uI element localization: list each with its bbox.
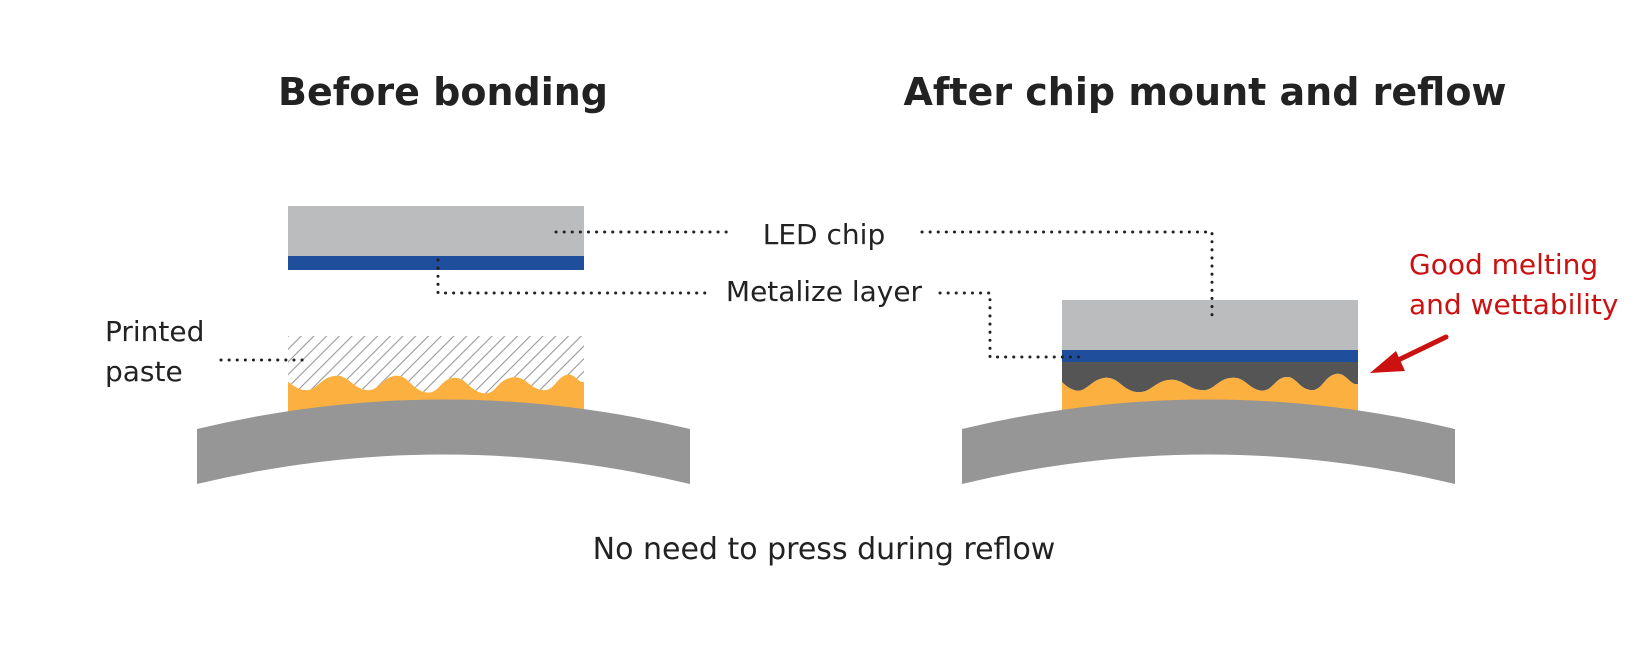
printed-paste-hatched (288, 336, 584, 394)
leader-metalize-right (938, 291, 1088, 359)
title-before-bonding: Before bonding (278, 70, 608, 114)
led-chip-before (288, 206, 584, 256)
label-good-melting-line2: and wettability (1409, 288, 1618, 321)
curved-substrate-before (197, 399, 690, 484)
label-printed-paste-line2: paste (105, 355, 183, 388)
caption-no-press: No need to press during reflow (593, 532, 1056, 567)
label-good-melting-line1: Good melting (1409, 248, 1598, 281)
red-arrow-icon (1370, 334, 1449, 373)
metalize-layer-after (1062, 350, 1358, 362)
label-printed-paste-line1: Printed (105, 315, 204, 348)
before-bonding-stack (197, 206, 690, 484)
led-chip-after (1062, 300, 1358, 350)
melted-solder-layer (1062, 362, 1358, 393)
label-led-chip: LED chip (763, 218, 885, 251)
label-metalize-layer: Metalize layer (726, 275, 923, 308)
after-reflow-stack (962, 300, 1455, 484)
leader-metalize-left (436, 258, 708, 295)
curved-substrate-after (962, 399, 1455, 484)
leader-led-chip-right (920, 230, 1214, 318)
title-after-reflow: After chip mount and reflow (903, 70, 1506, 114)
metalize-layer-before (288, 256, 584, 270)
